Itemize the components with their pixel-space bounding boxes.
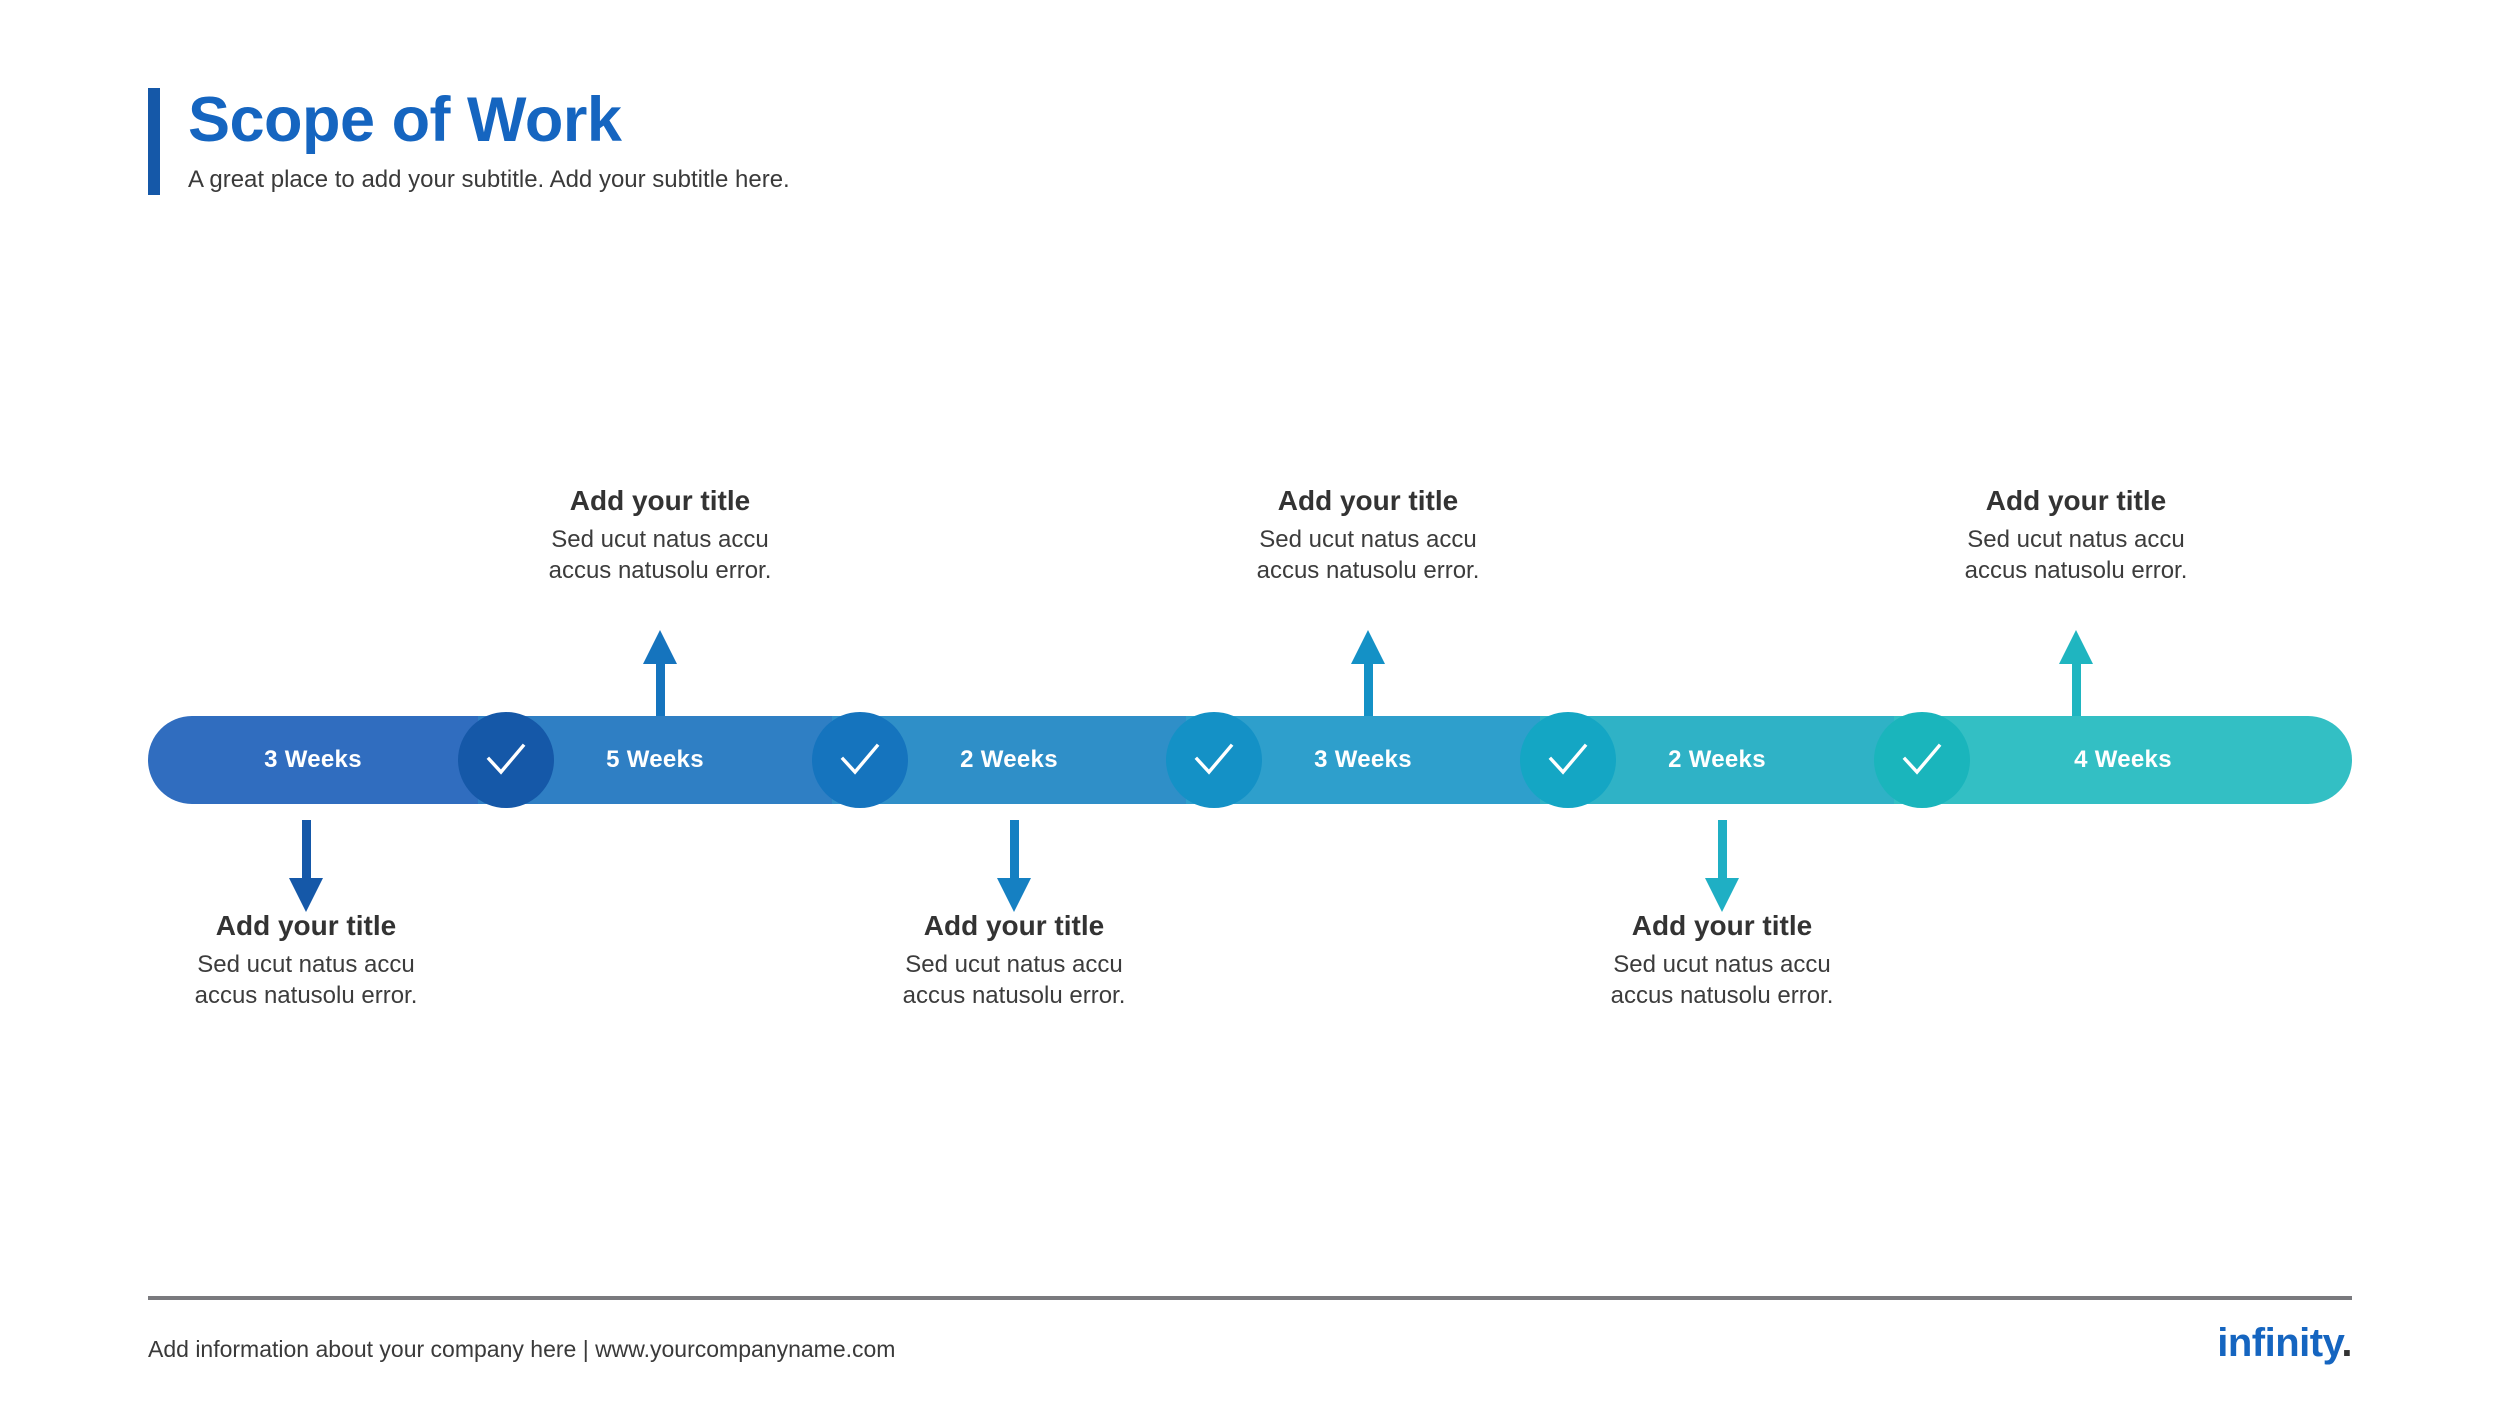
check-icon[interactable] bbox=[1520, 712, 1616, 808]
check-icon[interactable] bbox=[1166, 712, 1262, 808]
footer-divider bbox=[148, 1296, 2352, 1300]
timeline-segment-label: 2 Weeks bbox=[1668, 746, 1766, 773]
check-icon[interactable] bbox=[812, 712, 908, 808]
header-text-group: Scope of Work A great place to add your … bbox=[188, 88, 790, 195]
page-title: Scope of Work bbox=[188, 85, 622, 155]
brand-logo-name: infinity bbox=[2217, 1321, 2342, 1365]
callout-title: Add your title bbox=[1631, 910, 1813, 941]
timeline-segment-label: 3 Weeks bbox=[1314, 746, 1412, 773]
timeline-segment[interactable]: 3 Weeks bbox=[148, 716, 478, 804]
callout-title: Add your title bbox=[1277, 485, 1459, 516]
callout-title: Add your title bbox=[215, 910, 397, 941]
arrow-down-icon bbox=[1705, 820, 1739, 912]
title-accent-bar bbox=[148, 88, 160, 196]
arrow-up-icon bbox=[643, 630, 677, 722]
callout-description: Sed ucut natus accu accus natusolu error… bbox=[1610, 951, 1834, 1009]
callout-title: Add your title bbox=[923, 910, 1105, 941]
page-header: Scope of Work A great place to add your … bbox=[148, 88, 790, 196]
callout-title: Add your title bbox=[569, 485, 751, 516]
timeline-segment-label: 2 Weeks bbox=[960, 746, 1058, 773]
timeline-segment[interactable]: 4 Weeks bbox=[1894, 716, 2352, 804]
callout-description: Sed ucut natus accu accus natusolu error… bbox=[1256, 526, 1480, 584]
brand-logo: infinity. bbox=[2217, 1323, 2352, 1363]
arrow-up-icon bbox=[1351, 630, 1385, 722]
check-icon[interactable] bbox=[458, 712, 554, 808]
timeline-segment-label: 4 Weeks bbox=[2074, 746, 2172, 773]
callout-description: Sed ucut natus accu accus natusolu error… bbox=[194, 951, 418, 1009]
page-subtitle: A great place to add your subtitle. Add … bbox=[188, 166, 790, 194]
timeline-segment-label: 3 Weeks bbox=[264, 746, 362, 773]
callout-description: Sed ucut natus accu accus natusolu error… bbox=[1964, 526, 2188, 584]
timeline-segment-label: 5 Weeks bbox=[606, 746, 704, 773]
callout-title: Add your title bbox=[1985, 485, 2167, 516]
check-icon[interactable] bbox=[1874, 712, 1970, 808]
brand-logo-dot: . bbox=[2341, 1321, 2352, 1365]
footer-info-text: Add information about your company here … bbox=[148, 1336, 896, 1362]
arrow-down-icon bbox=[997, 820, 1031, 912]
arrow-up-icon bbox=[2059, 630, 2093, 722]
arrow-down-icon bbox=[289, 820, 323, 912]
callout-description: Sed ucut natus accu accus natusolu error… bbox=[902, 951, 1126, 1009]
callout-description: Sed ucut natus accu accus natusolu error… bbox=[548, 526, 772, 584]
